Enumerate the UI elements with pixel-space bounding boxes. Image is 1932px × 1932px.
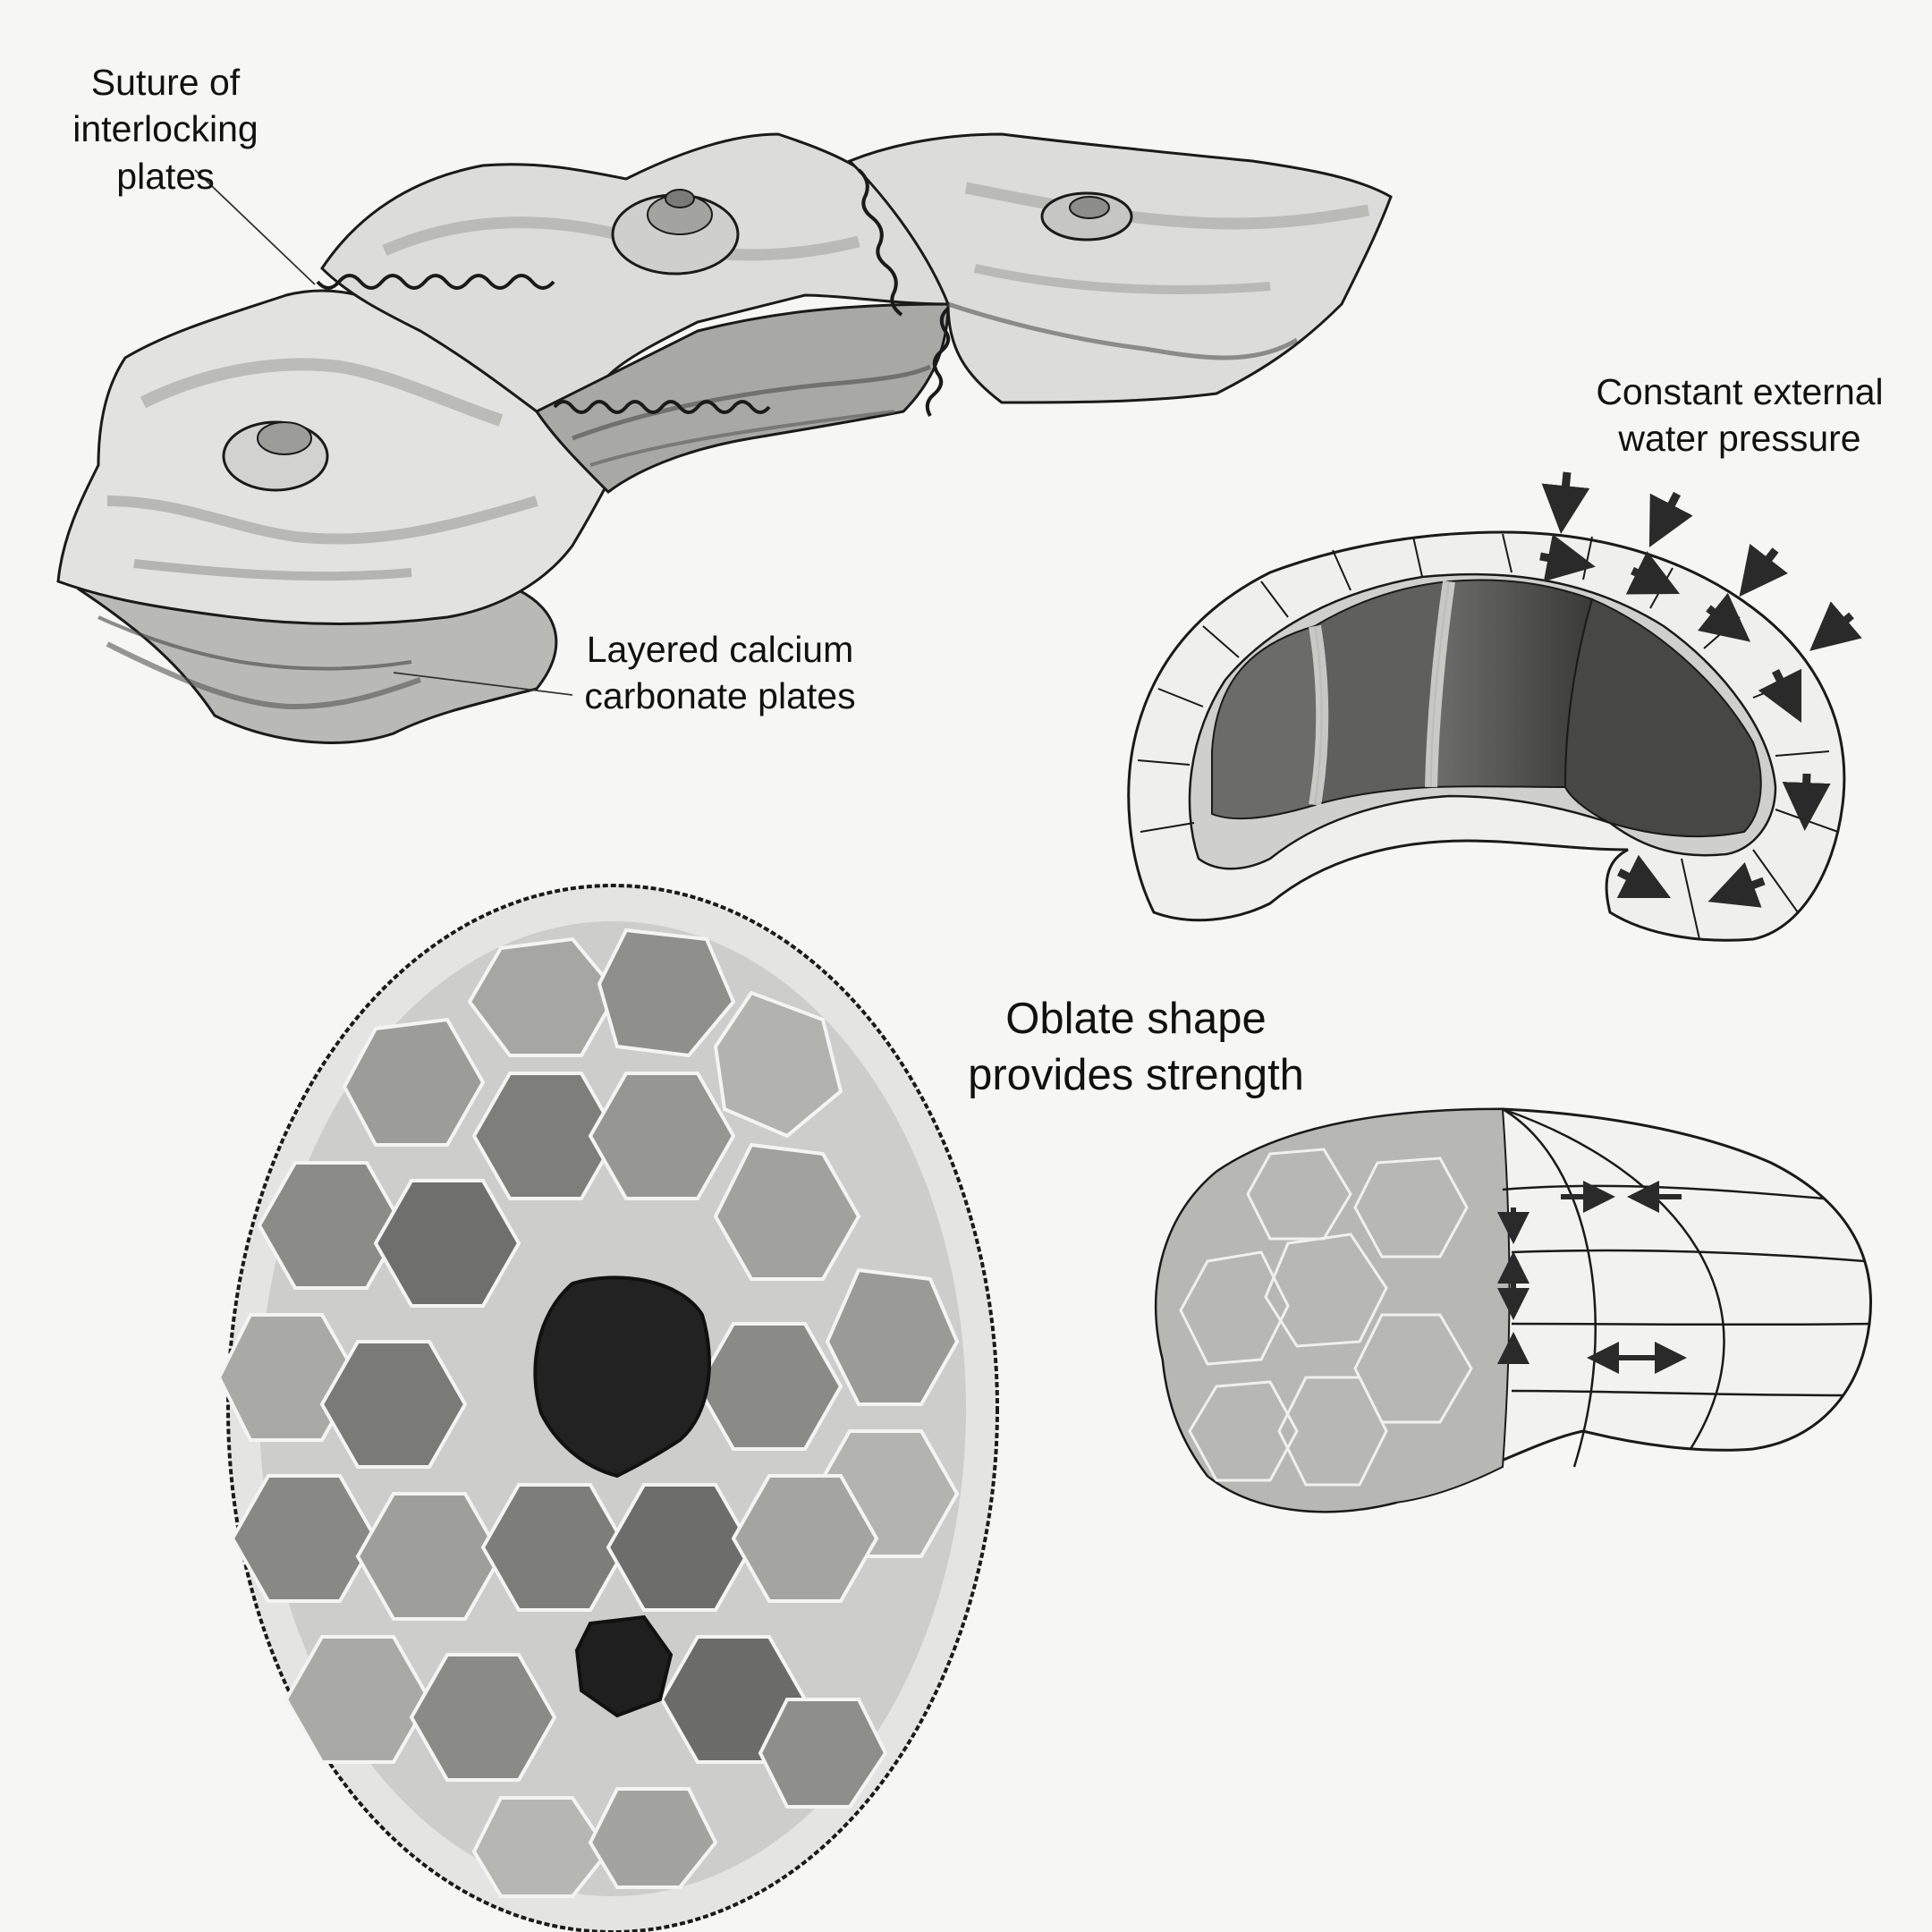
oblate-shape-label: Oblate shape provides strength xyxy=(968,995,1304,1099)
suture-leader-line xyxy=(194,169,316,285)
secondary-pore xyxy=(574,1614,674,1718)
oblate-plated-disc xyxy=(216,884,999,1932)
oblate-shell-diagram xyxy=(1155,1107,1872,1513)
shell-cross-section xyxy=(1127,471,1862,942)
central-pore xyxy=(533,1275,711,1479)
suture-label: Suture of interlocking plates xyxy=(72,62,258,197)
layered-plates-label: Layered calcium carbonate plates xyxy=(584,629,856,717)
layered-leader-line xyxy=(393,672,573,696)
water-pressure-label: Constant external water pressure xyxy=(1596,371,1884,460)
layered-plate-fossil xyxy=(56,132,1393,744)
arrow-icon xyxy=(1497,1181,1687,1374)
arrow-icon xyxy=(1539,471,1862,908)
